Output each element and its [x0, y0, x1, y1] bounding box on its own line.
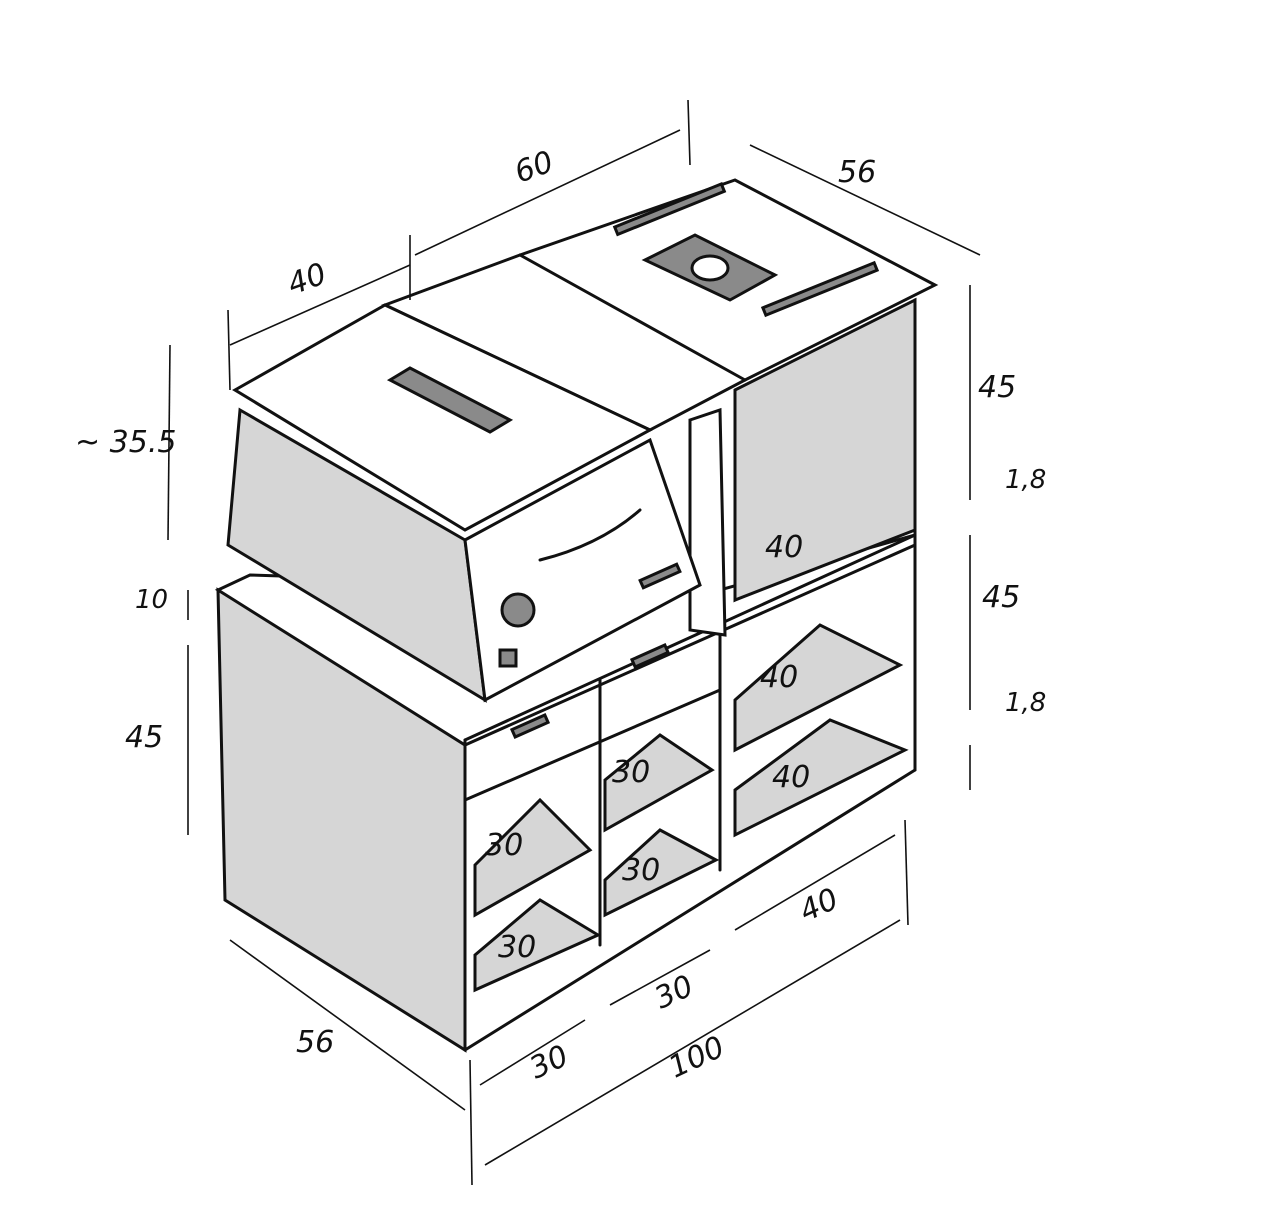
dim-upper-height: 45 — [978, 370, 1017, 405]
lower-front-bottom-edge — [463, 768, 917, 1052]
dim-shelf-thickness-upper: 1,8 — [1005, 465, 1047, 495]
dim-middle-shelf-bottom: 30 — [622, 853, 661, 888]
burner-ring — [690, 254, 730, 282]
dim-upper-shelf-depth: 40 — [765, 530, 804, 565]
dim-bottom-depth: 56 — [296, 1025, 335, 1060]
dim-top-depth: 56 — [838, 155, 877, 190]
stove-top-lid — [232, 303, 654, 532]
drawer-bottom-edge — [463, 688, 722, 802]
dim-left-shelf-bottom: 30 — [498, 930, 537, 965]
dim-lower-height: 45 — [125, 720, 164, 755]
dim-left-shelf-top: 30 — [485, 828, 524, 863]
dim-right-shelf-bottom: 40 — [772, 760, 811, 795]
upper-tower-front-post — [688, 407, 727, 637]
top-seam — [518, 253, 747, 382]
control-switch — [498, 648, 518, 668]
dim-middle-height: 45 — [982, 580, 1021, 615]
drawer-handle-right — [629, 643, 671, 669]
dim-shelf-thickness-lower: 1,8 — [1005, 688, 1047, 718]
dimension-lines — [167, 99, 981, 1186]
top-rail-back — [612, 181, 727, 237]
stove-lid-handle — [386, 366, 514, 434]
oven-door-curve — [538, 508, 642, 562]
upper-tower-back — [733, 297, 917, 603]
control-knob — [500, 592, 536, 628]
stove-front — [463, 437, 702, 703]
dim-middle-shelf-top: 30 — [612, 755, 651, 790]
lower-front-top-edge — [463, 533, 917, 742]
top-rail-front — [760, 260, 880, 318]
drawer-handle-left — [509, 713, 551, 739]
dim-stove-height: ~ 35.5 — [75, 425, 177, 460]
dim-right-shelf-top: 40 — [760, 660, 799, 695]
oven-handle — [638, 562, 682, 590]
dim-drawer-height: 10 — [135, 585, 169, 615]
